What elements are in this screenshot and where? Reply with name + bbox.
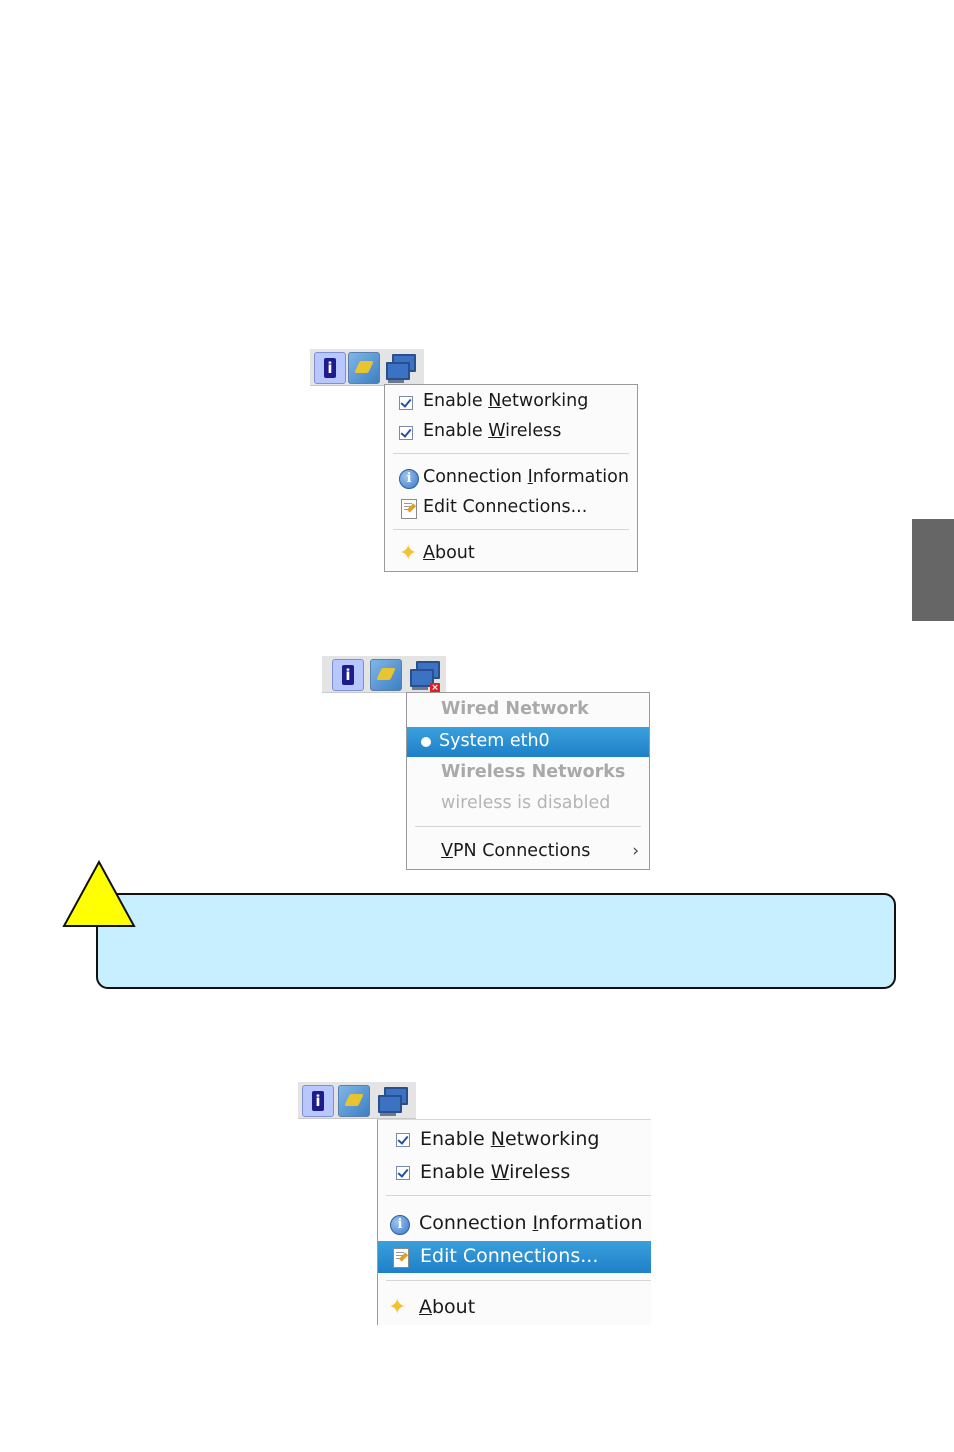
menu-item-system-eth0[interactable]: System eth0 bbox=[407, 727, 649, 757]
network-menu-1: Enable Networking Enable Wireless Connec… bbox=[384, 384, 638, 572]
edit-document-icon bbox=[393, 1248, 409, 1268]
menu-separator bbox=[386, 1280, 651, 1281]
info-icon[interactable]: i bbox=[314, 352, 346, 384]
menu-separator bbox=[393, 529, 629, 530]
system-tray-1: i bbox=[310, 349, 424, 386]
menu-item-about[interactable]: ✦ About bbox=[388, 1295, 476, 1320]
checkbox-checked-icon[interactable] bbox=[399, 426, 413, 440]
system-tray-3: i bbox=[298, 1082, 416, 1119]
menu-item-enable-networking[interactable]: Enable Networking bbox=[385, 387, 637, 417]
network-menu-3: Enable Networking Enable Wireless Connec… bbox=[377, 1119, 651, 1325]
checkbox-checked-icon[interactable] bbox=[399, 396, 413, 410]
menu-item-enable-wireless[interactable]: Enable Wireless bbox=[378, 1157, 651, 1189]
disconnected-x-icon: × bbox=[430, 683, 440, 693]
chapter-tab bbox=[912, 519, 954, 621]
chevron-right-icon: › bbox=[632, 841, 639, 861]
menu-item-edit-connections[interactable]: Edit Connections... bbox=[378, 1241, 651, 1273]
checkbox-checked-icon[interactable] bbox=[396, 1166, 410, 1180]
wireless-status: wireless is disabled bbox=[441, 793, 611, 813]
network-menu-2: Wired Network System eth0 Wireless Netwo… bbox=[406, 692, 650, 870]
star-icon: ✦ bbox=[388, 1295, 407, 1320]
radio-selected-icon bbox=[421, 737, 431, 747]
network-icon[interactable] bbox=[348, 352, 380, 384]
network-icon[interactable] bbox=[370, 659, 402, 691]
info-circle-icon bbox=[399, 469, 419, 489]
section-header-wired: Wired Network bbox=[441, 699, 589, 719]
note-box bbox=[96, 893, 896, 989]
star-icon: ✦ bbox=[399, 541, 418, 566]
info-icon[interactable]: i bbox=[332, 659, 364, 691]
menu-item-vpn-connections[interactable]: VPN Connections › bbox=[441, 841, 639, 861]
menu-item-enable-wireless[interactable]: Enable Wireless bbox=[385, 417, 637, 447]
menu-item-edit-connections[interactable]: Edit Connections... bbox=[385, 493, 637, 523]
menu-item-enable-networking[interactable]: Enable Networking bbox=[378, 1124, 651, 1156]
computer-icon[interactable] bbox=[376, 1085, 408, 1116]
menu-separator bbox=[393, 453, 629, 454]
menu-item-connection-information[interactable]: Connection Information bbox=[378, 1208, 651, 1240]
section-header-wireless: Wireless Networks bbox=[441, 762, 626, 782]
system-tray-2: i × bbox=[322, 656, 446, 693]
menu-item-about[interactable]: ✦ About bbox=[399, 541, 475, 566]
menu-separator bbox=[415, 826, 641, 827]
info-circle-icon bbox=[390, 1215, 410, 1235]
network-icon[interactable] bbox=[338, 1085, 370, 1117]
computer-disconnected-icon[interactable]: × bbox=[408, 659, 440, 693]
computer-icon[interactable] bbox=[384, 352, 416, 383]
edit-document-icon bbox=[401, 499, 417, 519]
checkbox-checked-icon[interactable] bbox=[396, 1133, 410, 1147]
menu-item-connection-information[interactable]: Connection Information bbox=[385, 463, 637, 493]
menu-separator bbox=[386, 1195, 651, 1196]
info-icon[interactable]: i bbox=[302, 1085, 334, 1117]
warning-icon bbox=[62, 860, 136, 927]
